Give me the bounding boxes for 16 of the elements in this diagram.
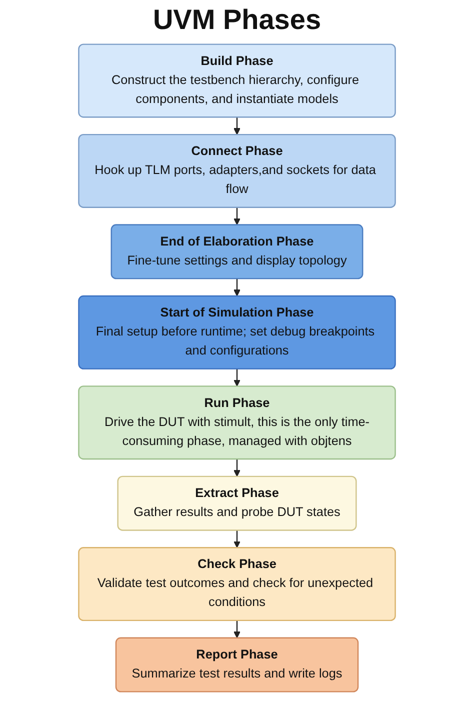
arrow bbox=[234, 459, 240, 477]
node-box: Connect Phase Hook up TLM ports, adapters,and sockets for data flow bbox=[78, 134, 396, 208]
arrow bbox=[234, 368, 240, 387]
diagram-title: UVM Phases bbox=[152, 4, 322, 36]
arrow bbox=[234, 530, 240, 548]
arrow bbox=[234, 207, 240, 226]
node-box: Run Phase Drive the DUT with stimult, this is the only time-consuming phase, managed with objtens bbox=[78, 386, 396, 460]
arrow bbox=[234, 117, 240, 135]
node-box: Report Phase Summarize test results and write logs bbox=[115, 637, 359, 692]
node-box: Extract Phase Gather results and probe DUT states bbox=[117, 476, 357, 531]
arrow bbox=[234, 620, 240, 638]
node-box: Start of Simulation Phase Final setup before runtime; set debug breakpoints and configurations bbox=[78, 295, 396, 370]
node-box: Build Phase Construct the testbench hierarchy, configure components, and instantiate models bbox=[78, 44, 396, 118]
arrow bbox=[234, 278, 240, 296]
node-box: Check Phase Validate test outcomes and check for unexpected conditions bbox=[78, 547, 396, 622]
node-box: End of Elaboration Phase Fine-tune settings and display topology bbox=[110, 224, 364, 280]
